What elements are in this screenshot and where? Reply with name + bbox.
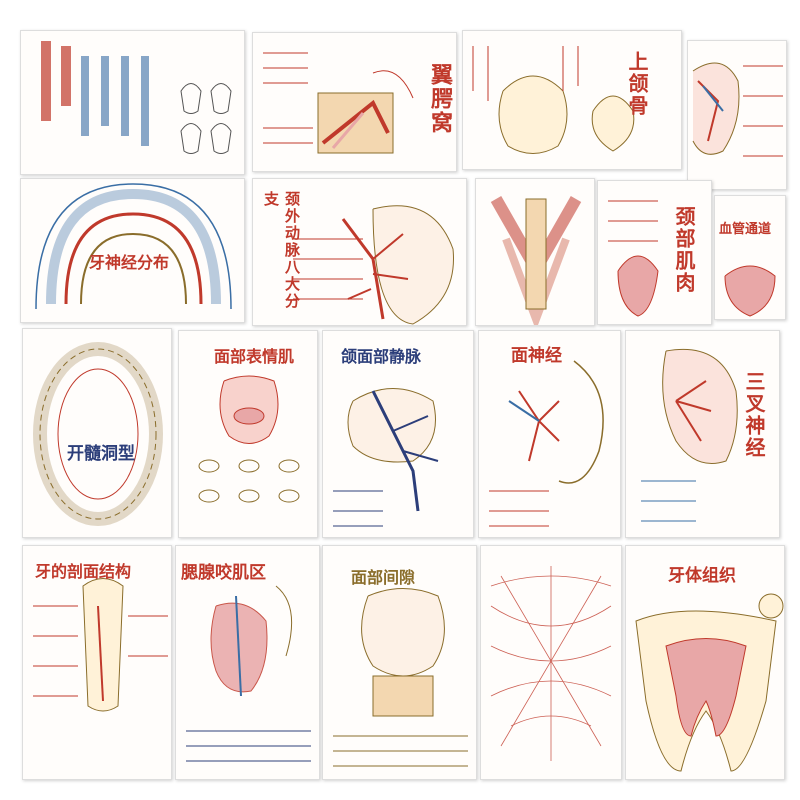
card-parotid-masseter: 腮腺咬肌区 bbox=[175, 545, 320, 780]
tooth-chart-illustration bbox=[21, 31, 245, 175]
card-title: 上颌骨 bbox=[623, 51, 652, 117]
card-neck-anatomy bbox=[475, 178, 595, 326]
card-facial-spaces: 面部间隙 bbox=[322, 545, 477, 780]
card-maxilla: 上颌骨 bbox=[462, 30, 682, 170]
card-facial-nerve: 面神经 bbox=[478, 330, 621, 538]
card-vessel-channel: 血管通道 bbox=[714, 195, 786, 320]
card-title: 面神经 bbox=[511, 341, 562, 366]
card-space-connections bbox=[480, 545, 622, 780]
card-title: 翼腭窝 bbox=[423, 63, 455, 135]
card-external-carotid: 颈外动脉八大分支 bbox=[252, 178, 467, 326]
space-connections-illustration bbox=[481, 546, 622, 780]
card-title: 颌面部静脉 bbox=[341, 343, 421, 367]
card-title: 血管通道 bbox=[719, 218, 771, 237]
card-facial-expression-muscles: 面部表情肌 bbox=[178, 330, 318, 538]
card-facial-veins: 颌面部静脉 bbox=[322, 330, 474, 538]
card-title: 颈外动脉八大分支 bbox=[261, 191, 303, 325]
card-title: 牙神经分布 bbox=[89, 249, 169, 273]
card-neck-muscles: 颈部肌肉 bbox=[597, 180, 712, 325]
card-title: 面部间隙 bbox=[351, 564, 415, 588]
card-tooth-tissue: 牙体组织 bbox=[625, 545, 785, 780]
card-tooth-names bbox=[20, 30, 245, 175]
card-title: 三叉神经 bbox=[740, 371, 769, 459]
occlusal-teeth-illustration bbox=[23, 329, 172, 538]
neck-illustration bbox=[476, 179, 595, 326]
card-tooth-nerve-distribution: 牙神经分布 bbox=[20, 178, 245, 323]
card-title: 腮腺咬肌区 bbox=[181, 558, 266, 583]
card-access-cavity: 开髓洞型 bbox=[22, 328, 172, 538]
card-title: 牙的剖面结构 bbox=[35, 558, 131, 582]
card-title: 开髓洞型 bbox=[67, 439, 135, 464]
head-vessels-illustration bbox=[688, 41, 787, 190]
card-trigeminal-nerve: 三叉神经 bbox=[625, 330, 780, 538]
card-title: 面部表情肌 bbox=[214, 343, 294, 367]
card-tooth-section: 牙的剖面结构 bbox=[22, 545, 172, 780]
card-pterygopalatine-fossa: 翼腭窝 bbox=[252, 32, 457, 172]
card-title: 颈部肌肉 bbox=[670, 206, 699, 294]
vessel-channel-illustration bbox=[715, 196, 786, 320]
card-head-vessels bbox=[687, 40, 787, 190]
card-title: 牙体组织 bbox=[668, 561, 736, 586]
